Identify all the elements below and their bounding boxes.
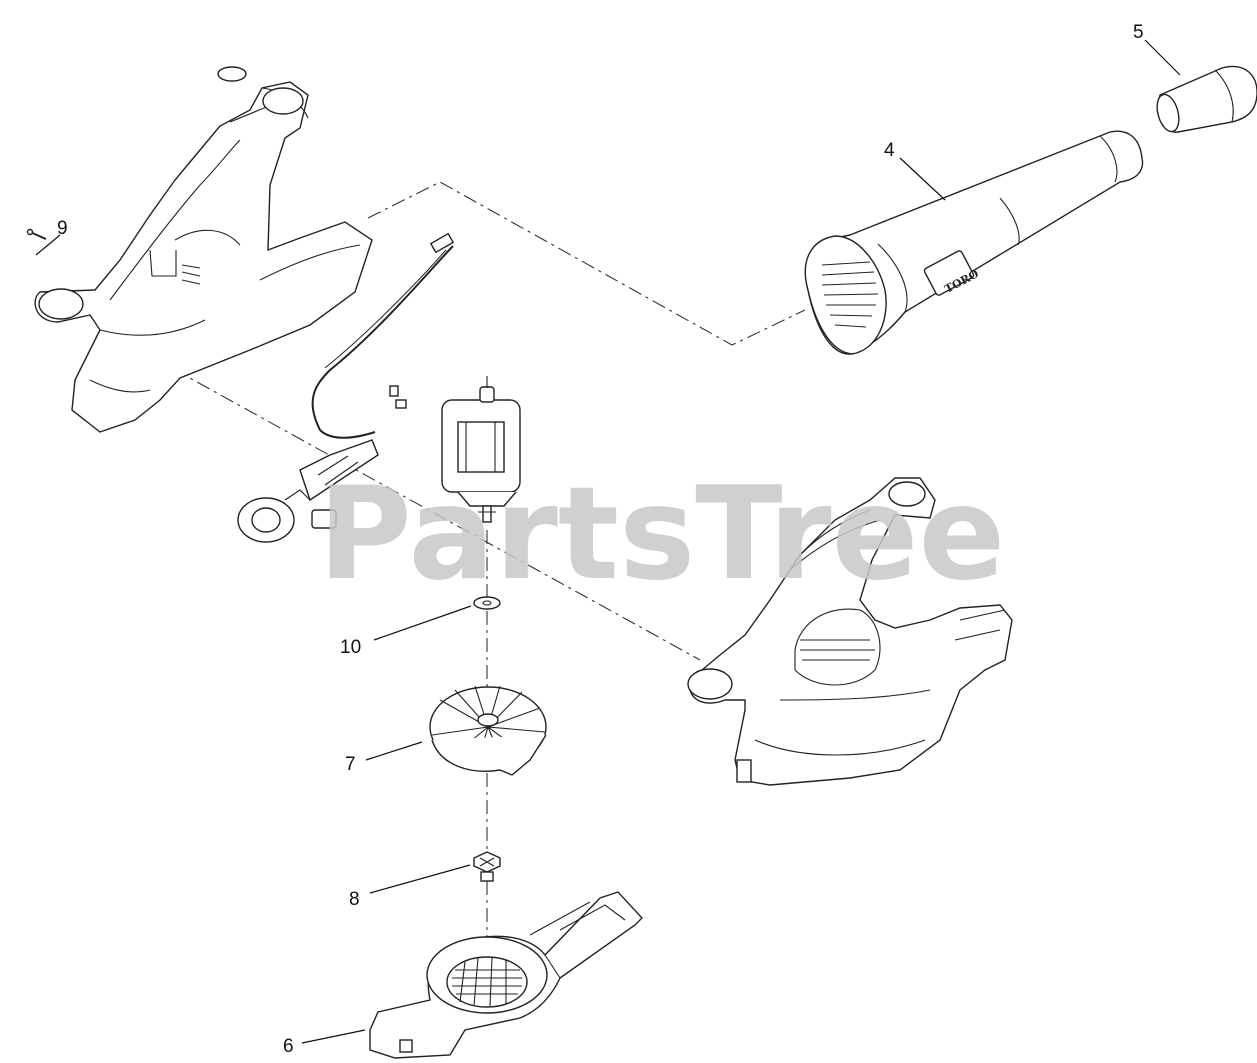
nut	[473, 851, 501, 882]
callout-7: 7	[345, 754, 356, 775]
callout-5: 5	[1133, 22, 1144, 43]
callout-8: 8	[349, 889, 360, 910]
bottom-cover	[369, 891, 643, 1059]
washer	[473, 596, 501, 610]
leader-lines	[35, 39, 1181, 1044]
callout-labels: 9 5 4 10 7 8 6	[57, 22, 1144, 1057]
fan-impeller	[429, 685, 547, 776]
blower-nozzle	[1156, 65, 1257, 133]
callout-9: 9	[57, 218, 68, 239]
power-cord	[237, 232, 455, 543]
assembled-blower	[687, 477, 1013, 786]
callout-10: 10	[340, 637, 361, 658]
motor	[441, 376, 521, 523]
blower-tube: TORO	[804, 130, 1144, 355]
housing-left-half	[34, 66, 373, 433]
screw	[26, 228, 47, 240]
callout-4: 4	[884, 140, 895, 161]
watermark: PartsTree	[318, 460, 1005, 609]
callout-6: 6	[283, 1036, 294, 1057]
